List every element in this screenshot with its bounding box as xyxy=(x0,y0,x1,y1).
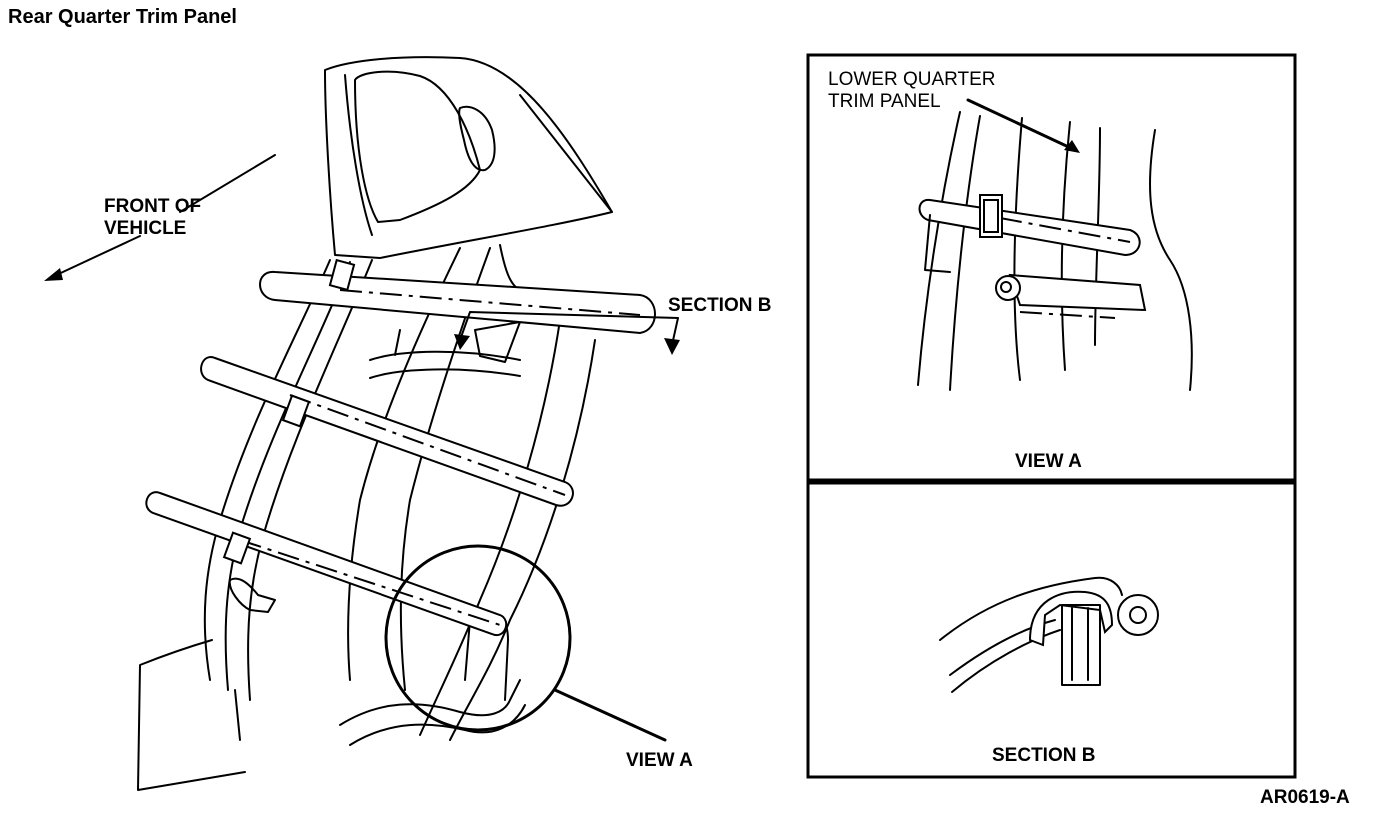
section-b-callout: SECTION B xyxy=(668,295,772,316)
front-arrow xyxy=(44,154,276,281)
view-a-callout: VIEW A xyxy=(626,750,693,771)
view-a-circle xyxy=(384,544,667,742)
quarter-window xyxy=(324,56,613,259)
section-b-arrow xyxy=(454,311,680,355)
page-title: Rear Quarter Trim Panel xyxy=(8,6,237,28)
section-b-detail xyxy=(939,576,1159,693)
view-a-caption: VIEW A xyxy=(1015,451,1082,472)
lower-quarter-label-line2: TRIM PANEL xyxy=(828,91,941,112)
section-b-caption: SECTION B xyxy=(992,745,1096,766)
trim-panel-outline xyxy=(137,244,596,791)
figure-id: AR0619-A xyxy=(1260,787,1350,808)
view-a-detail xyxy=(917,98,1193,391)
section-b-box xyxy=(806,481,1297,779)
front-of-vehicle-label-line2: VEHICLE xyxy=(104,218,187,239)
lower-quarter-label-line1: LOWER QUARTER xyxy=(828,69,996,90)
clip-guides xyxy=(145,258,656,637)
front-of-vehicle-label-line1: FRONT OF xyxy=(104,196,202,217)
view-a-box xyxy=(806,53,1297,482)
